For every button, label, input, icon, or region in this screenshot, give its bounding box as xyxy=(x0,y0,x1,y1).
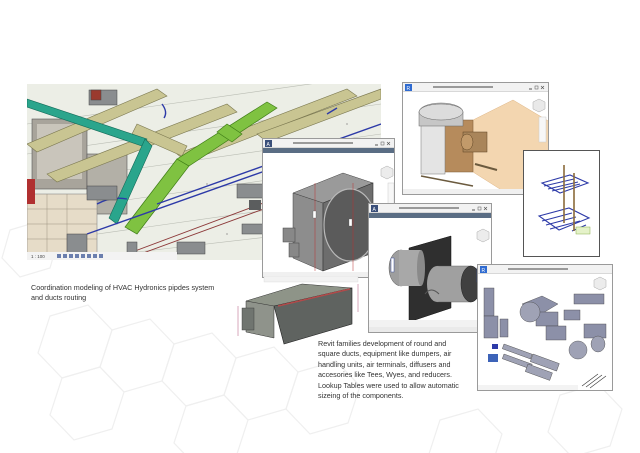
svg-text:R: R xyxy=(407,86,411,91)
window-titlebar: R xyxy=(478,265,612,274)
revit-app-icon: R xyxy=(405,84,412,91)
ribbon-tabs[interactable] xyxy=(263,148,394,153)
revit-app-icon: A xyxy=(371,205,378,212)
window-titlebar: R xyxy=(403,83,548,92)
viewcube-icon[interactable] xyxy=(593,276,607,291)
navigation-bar[interactable] xyxy=(538,116,547,143)
viewcube-icon[interactable] xyxy=(532,98,546,113)
piping-riser-render xyxy=(524,151,599,256)
fittings-library-render xyxy=(478,276,607,390)
view-scale-label: 1 : 100 xyxy=(31,254,45,259)
svg-text:R: R xyxy=(482,268,486,273)
rectangular-duct-family-view xyxy=(232,275,362,346)
duct-fittings-library-window: R xyxy=(477,264,613,391)
revit-app-icon: A xyxy=(265,140,272,147)
square-damper-render xyxy=(263,165,394,277)
coordination-caption: Coordination modeling of HVAC Hydronics … xyxy=(31,283,215,303)
piping-riser-panel xyxy=(523,150,600,257)
hvac-coordination-screenshot: 1 : 100 xyxy=(27,84,381,260)
window-controls[interactable] xyxy=(527,85,545,90)
revit-app-icon: R xyxy=(480,266,487,273)
window-controls[interactable] xyxy=(470,206,488,211)
ahu-model-render xyxy=(403,98,548,194)
families-caption: Revit families development of round and … xyxy=(318,339,459,401)
viewcube-icon[interactable] xyxy=(476,228,490,243)
round-damper-family-window: A xyxy=(368,203,492,333)
window-titlebar: A xyxy=(263,139,394,148)
window-titlebar: A xyxy=(369,204,491,213)
svg-text:A: A xyxy=(267,142,271,147)
svg-text:A: A xyxy=(373,207,377,212)
rectangular-duct-render xyxy=(237,275,359,345)
round-damper-render xyxy=(369,228,491,332)
window-controls[interactable] xyxy=(373,141,391,146)
navigation-bar[interactable] xyxy=(387,182,394,206)
ribbon-tabs[interactable] xyxy=(369,213,491,218)
viewcube-icon[interactable] xyxy=(380,165,394,180)
